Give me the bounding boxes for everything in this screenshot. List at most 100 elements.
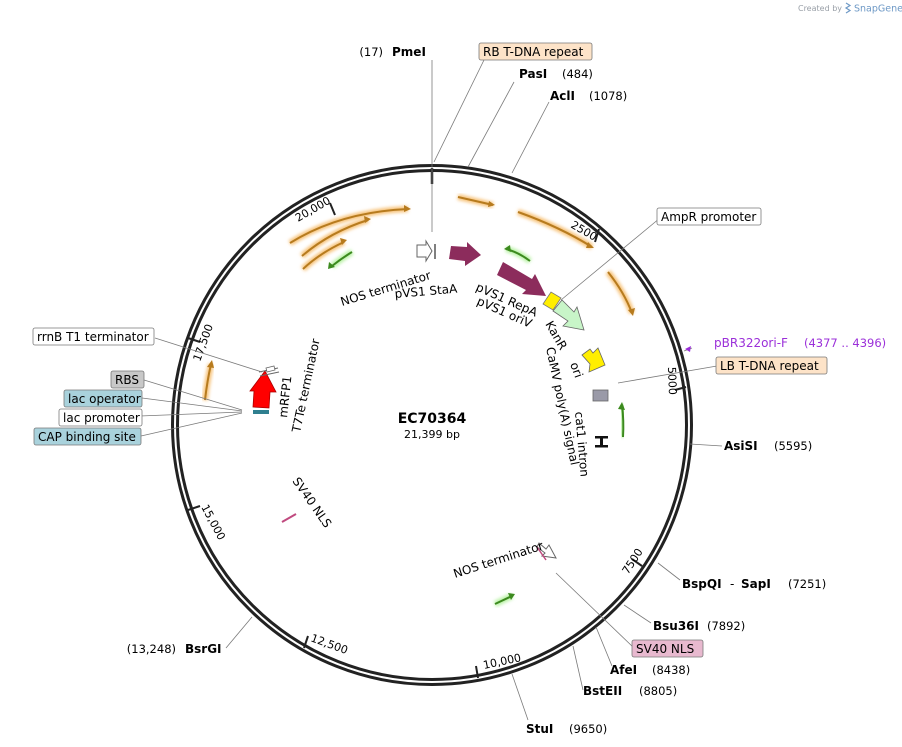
plasmid-title: EC70364 21,399 bp (398, 411, 467, 441)
label-ampr-promoter[interactable]: AmpR promoter (656, 207, 762, 226)
site-asisi[interactable]: AsiSI (5595) (724, 439, 812, 453)
inner-label-pvs1-staa: pVS1 StaA (394, 282, 459, 301)
cat1-intron-mark (595, 436, 608, 448)
label-cap-text: CAP binding site (38, 430, 136, 444)
tick-label-17500: 17,500 (191, 322, 216, 363)
label-lac-operator-text: lac operator (68, 392, 141, 406)
plasmid-size: 21,399 bp (404, 428, 460, 441)
plasmid-name: EC70364 (398, 411, 467, 427)
tick-2500 (594, 228, 600, 243)
inner-label-nos-terminator-2: NOS terminator (452, 539, 545, 581)
site-pasi-name: PasI (519, 67, 547, 81)
snapgene-logo-icon (844, 2, 852, 14)
orange-feature-arcs (202, 194, 635, 401)
site-asisi-coord: (5595) (774, 439, 812, 453)
mrfp1-arrow (249, 370, 277, 409)
label-rb-tdna-repeat[interactable]: RB T-DNA repeat (478, 42, 593, 61)
site-bsu36i-coord: (7892) (707, 619, 745, 633)
label-rb-tdna-box (478, 42, 593, 61)
site-asisi-name: AsiSI (724, 439, 758, 453)
site-afei[interactable]: AfeI (8438) (610, 663, 690, 677)
inner-label-sv40-nls: SV40 NLS (290, 475, 335, 531)
outer-features (202, 194, 635, 607)
site-stui[interactable]: StuI (9650) (526, 722, 607, 736)
site-pmei-name: PmeI (392, 45, 426, 59)
site-bspqi-separator: - (730, 577, 734, 591)
site-bsteii-name: BstEII (583, 684, 622, 698)
label-lb-tdna-repeat[interactable]: LB T-DNA repeat (715, 356, 828, 375)
site-sapi-name: SapI (741, 577, 771, 591)
site-afei-coord: (8438) (652, 663, 690, 677)
label-rbs[interactable]: RBS (110, 370, 145, 389)
site-acli-name: AclI (550, 89, 575, 103)
label-primer-coord: (4377 .. 4396) (804, 336, 886, 350)
label-lac-promoter-box (58, 408, 143, 427)
label-rrnb-t1-terminator[interactable]: rrnB T1 terminator (32, 327, 155, 346)
label-lac-promoter[interactable]: lac promoter (58, 408, 143, 427)
sv40-nls-mark (281, 513, 297, 523)
kanr-arrow (552, 299, 585, 331)
label-lb-tdna-text: LB T-DNA repeat (720, 359, 819, 373)
label-sv40-box (631, 639, 704, 658)
inner-label-cat1: cat1 intron (572, 411, 592, 477)
tick-12500 (303, 635, 309, 649)
ori-arrow (581, 347, 606, 373)
tick-7500 (631, 558, 643, 567)
label-rrnb-box (32, 327, 155, 346)
label-sv40-text: SV40 NLS (636, 642, 694, 656)
label-ampr-text: AmpR promoter (661, 210, 756, 224)
site-pmei[interactable]: (17) PmeI (359, 45, 426, 59)
site-pasi[interactable]: PasI (484) (519, 67, 593, 81)
site-bspqi-sapi[interactable]: BspQI - SapI (7251) (682, 577, 826, 591)
site-acli-coord: (1078) (589, 89, 627, 103)
site-pmei-coord: (17) (359, 45, 383, 59)
lac-feature-bar (253, 410, 269, 414)
site-bsu36i[interactable]: Bsu36I (7892) (653, 619, 745, 633)
site-bsrgi[interactable]: (13,248) BsrGI (127, 642, 222, 656)
camv-polya-box (592, 389, 609, 402)
pvs1-oriv-box (542, 291, 562, 311)
site-leader-lines (139, 59, 723, 721)
label-rrnb-text: rrnB T1 terminator (37, 330, 149, 344)
label-pbr322ori-f-primer[interactable]: pBR322ori-F (4377 .. 4396) (685, 336, 886, 352)
snapgene-credit: Created by SnapGene (798, 2, 902, 15)
sv40-nls-mark-2 (536, 546, 547, 561)
label-rb-tdna-text: RB T-DNA repeat (483, 45, 584, 59)
pvs1-repa-arrow (497, 262, 546, 296)
tick-15000 (187, 505, 201, 511)
label-sv40-nls[interactable]: SV40 NLS (631, 639, 704, 658)
site-pasi-coord: (484) (562, 67, 593, 81)
site-bsteii-coord: (8805) (639, 684, 677, 698)
t7te-terminator-mark (258, 365, 280, 377)
site-afei-name: AfeI (610, 663, 637, 677)
primer-arrow-icon (685, 346, 691, 352)
site-acli[interactable]: AclI (1078) (550, 89, 627, 103)
credit-prefix: Created by (798, 4, 842, 13)
tick-label-12500: 12,500 (309, 632, 350, 657)
inner-label-ori: ori (567, 360, 585, 379)
site-bsrgi-name: BsrGI (185, 642, 222, 656)
site-stui-coord: (9650) (569, 722, 607, 736)
site-bsu36i-name: Bsu36I (653, 619, 699, 633)
credit-brand: SnapGene (854, 4, 902, 15)
label-lac-promoter-text: lac promoter (63, 411, 140, 425)
inner-label-t7te: T7Te terminator (289, 338, 323, 435)
tick-10000 (475, 665, 479, 679)
inner-label-mrfp1: mRFP1 (276, 375, 294, 418)
label-rbs-text: RBS (115, 373, 139, 387)
site-bsteii[interactable]: BstEII (8805) (583, 684, 677, 698)
label-ampr-box (656, 207, 762, 226)
site-bspqi-name: BspQI (682, 577, 722, 591)
site-bspqi-coord: (7251) (788, 577, 826, 591)
label-lac-operator[interactable]: lac operator (63, 389, 143, 408)
tick-20000 (329, 202, 336, 216)
green-feature-arcs (328, 245, 627, 607)
label-primer-text: pBR322ori-F (714, 336, 788, 350)
label-cap-binding-site[interactable]: CAP binding site (33, 427, 142, 446)
tick-label-5000: 5000 (665, 367, 679, 395)
tick-5000 (674, 386, 687, 391)
label-lb-tdna-box (715, 356, 828, 375)
label-cap-box (33, 427, 142, 446)
inner-features (249, 239, 609, 561)
